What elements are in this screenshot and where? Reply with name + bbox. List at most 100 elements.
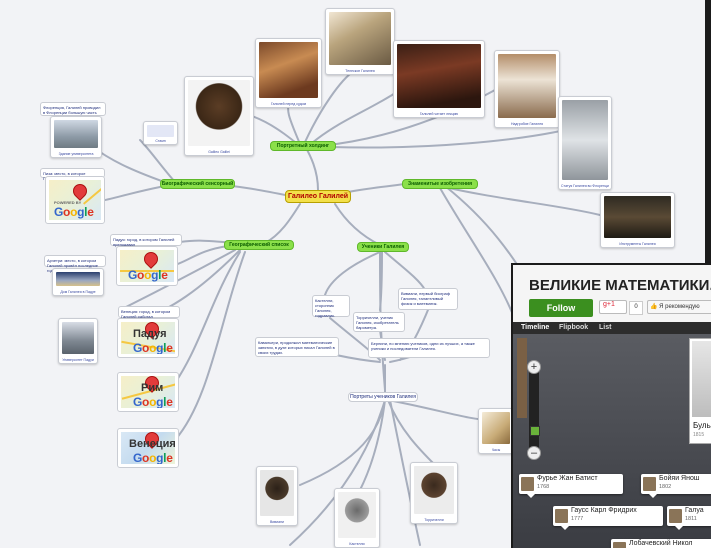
recommend-label: Я рекомендую <box>659 304 700 310</box>
student-portrait-image <box>338 492 376 538</box>
event-name: Гаусс Карл Фридрих <box>571 507 637 514</box>
map-tile: Рим Google <box>121 376 175 408</box>
image-card-student1[interactable]: Вивиани <box>256 466 298 526</box>
map-tile: Венеция Google <box>121 432 175 464</box>
lecture-painting-image <box>397 44 481 108</box>
image-card-building2[interactable]: Дом Галилея в Падуе <box>52 268 104 296</box>
event-name: Бойяи Янош <box>659 475 700 482</box>
tab-timeline[interactable]: Timeline <box>521 324 550 331</box>
timeline-event-lobachevsky[interactable]: Лобачевский Никол <box>611 539 711 548</box>
zoom-slider[interactable] <box>529 364 539 454</box>
branch-node-students[interactable]: Ученики Галилея <box>357 242 409 252</box>
map-card-padua[interactable]: Падуя Google <box>117 318 179 358</box>
map-tile: Падуя Google <box>121 322 175 354</box>
image-card-court[interactable]: Галилей перед судом <box>255 38 322 108</box>
tomb-image <box>498 54 556 118</box>
note-castelli[interactable]: Кастелли, сторонник Галилея, гидравлик. <box>312 295 350 318</box>
student-portrait-image <box>414 466 454 514</box>
panel-title: ВЕЛИКИЕ МАТЕМАТИКИ. <box>529 277 711 294</box>
image-card-building1[interactable]: Здание университета <box>50 116 102 158</box>
tab-list[interactable]: List <box>599 324 612 331</box>
image-card-tomb[interactable]: Надгробие Галилея <box>494 50 560 128</box>
city-label-venice: Венеция <box>129 438 175 450</box>
branch-node-portraits[interactable]: Портретный холдинг <box>270 141 336 151</box>
event-year: 1811 <box>685 516 697 522</box>
note-venice[interactable]: Венеция: город, в котором Галилей работа… <box>118 306 180 319</box>
map-card-rome[interactable]: Рим Google <box>117 372 179 412</box>
zoom-in-button[interactable]: + <box>527 360 541 374</box>
event-name: Лобачевский Никол <box>629 540 693 547</box>
branch-node-biography[interactable]: Биографический сенсорный <box>160 179 235 189</box>
google-plus-count: 0 <box>629 301 643 315</box>
google-logo: Google <box>133 451 173 464</box>
portrait-thumb <box>521 477 534 491</box>
portrait-thumb <box>643 477 656 491</box>
image-card-telescope[interactable]: Телескоп Галилея <box>325 8 395 75</box>
image-caption: Кастелли <box>349 542 365 546</box>
image-card-instruments[interactable]: Инструменты Галилея <box>600 192 675 248</box>
image-caption: Дом Галилея в Падуе <box>60 290 96 294</box>
image-caption: Галилей читает лекцию <box>419 112 459 116</box>
image-caption: Статуя Галилея во Флоренции <box>561 184 609 188</box>
portrait-thumb <box>669 509 682 523</box>
court-painting-image <box>259 42 318 98</box>
google-logo: Google <box>54 205 94 219</box>
map-tile: Google <box>120 250 174 282</box>
timeline-event-gauss[interactable]: Гаусс Карл Фридрих 1777 <box>553 506 663 530</box>
image-card-student2[interactable]: Кастелли <box>334 488 380 548</box>
event-year: 1768 <box>537 484 550 490</box>
edge-thumbnail <box>517 338 527 418</box>
timeline-area[interactable]: + – Буль 1815 Фурье Жан Батист 1768 Бойя… <box>513 334 711 548</box>
note-house[interactable]: Флоренция, Галилей проводил в Флоренции … <box>40 102 106 116</box>
branch-node-student-portraits[interactable]: Портреты учеников Галилея <box>348 392 418 402</box>
image-caption: Университет Падуи <box>62 358 94 362</box>
galileo-portrait-image <box>188 80 250 146</box>
note-padua[interactable]: Падуя: город, в котором Галилей преподав… <box>110 234 182 247</box>
map-card-venice[interactable]: Венеция Google <box>117 428 179 468</box>
statue-image <box>562 100 608 180</box>
image-caption: Здание университета <box>58 152 94 156</box>
note-viviani[interactable]: Вивиани, первый биограф Галилея, талантл… <box>398 288 458 310</box>
image-caption: Инструменты Галилея <box>619 242 656 246</box>
map-tile: POWERED BY Google <box>49 180 101 220</box>
tab-flipbook[interactable]: Flipbook <box>559 324 589 331</box>
zoom-handle[interactable] <box>530 426 540 436</box>
map-pin-icon <box>141 250 161 269</box>
image-card-lecture[interactable]: Галилей читает лекцию <box>393 40 485 118</box>
image-card-galileo[interactable]: Galileo Galilei <box>184 76 254 156</box>
recommend-button[interactable]: 👍 Я рекомендую <box>647 300 711 314</box>
branch-node-geographic[interactable]: Географический список <box>224 240 294 250</box>
note-cavalieri[interactable]: Кавальери, продолжил математические заня… <box>255 337 339 357</box>
note-torricelli[interactable]: Торричелли, ученик Галилея, изобретатель… <box>353 312 405 332</box>
map-card-pisa[interactable]: POWERED BY Google <box>45 176 105 224</box>
portrait-thumb <box>555 509 568 523</box>
follow-button[interactable]: Follow <box>529 299 593 317</box>
image-caption: Галилей перед судом <box>270 102 306 106</box>
note-arcetri[interactable]: Арчетри: место, в котором Галилей провёл… <box>44 255 106 273</box>
map-pin-icon <box>70 181 90 201</box>
image-caption: Galileo Galilei <box>208 150 230 154</box>
telescope-image <box>329 12 391 65</box>
image-card-building3[interactable]: Университет Падуи <box>58 318 98 364</box>
timeline-event-fourier[interactable]: Фурье Жан Батист 1768 <box>519 474 623 498</box>
image-caption: Телескоп Галилея <box>345 69 375 73</box>
timeline-event-galois[interactable]: Галуа 1811 <box>667 506 711 530</box>
image-card-student3[interactable]: Торричелли <box>410 462 458 524</box>
timeline-card-boole[interactable]: Буль 1815 <box>689 338 711 444</box>
image-card-statue[interactable]: Статуя Галилея во Флоренции <box>558 96 612 190</box>
powered-by-label: POWERED BY <box>54 200 82 205</box>
image-caption: Надгробие Галилея <box>510 122 544 126</box>
image-card-sundial[interactable]: Часы <box>478 408 514 454</box>
image-card-stamp[interactable]: Стамп <box>143 121 178 145</box>
timeline-panel[interactable]: ВЕЛИКИЕ МАТЕМАТИКИ. Follow g+1 0 👍 Я рек… <box>511 263 711 548</box>
google-plus-button[interactable]: g+1 <box>599 300 627 314</box>
building-image <box>54 120 98 148</box>
timeline-event-bolyai[interactable]: Бойяи Янош 1802 <box>641 474 711 498</box>
branch-node-famous[interactable]: Знаменитые изобретения <box>402 179 478 189</box>
central-node[interactable]: Галилео Галилей <box>285 190 351 203</box>
note-tomb[interactable]: Бернини, по мнению учеников, одни из луч… <box>368 338 490 358</box>
portrait-thumb <box>613 542 626 548</box>
map-card-padua-small[interactable]: Google <box>116 246 178 286</box>
zoom-out-button[interactable]: – <box>527 446 541 460</box>
card-year: 1815 <box>693 432 705 438</box>
